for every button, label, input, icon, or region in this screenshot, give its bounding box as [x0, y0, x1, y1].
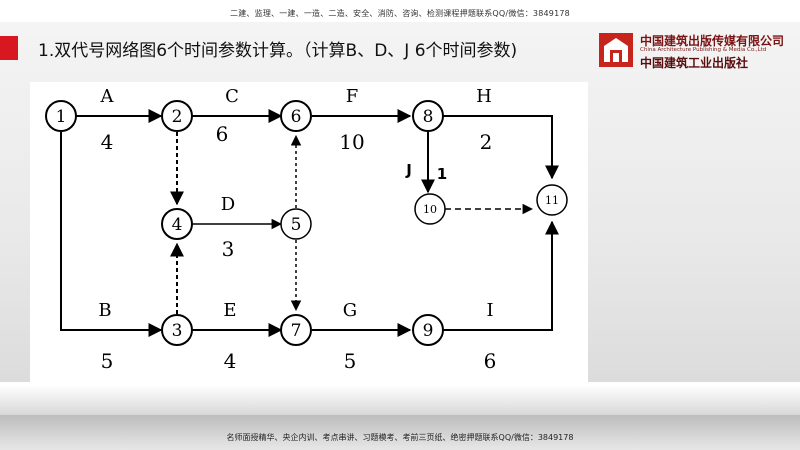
- activity-f-duration: 10: [339, 130, 364, 154]
- activity-i-duration: 6: [484, 349, 497, 373]
- node-2: 2: [161, 100, 193, 132]
- activity-e-duration: 4: [224, 349, 237, 373]
- activity-g-name: G: [343, 300, 357, 321]
- bottom-bar: [0, 415, 800, 450]
- svg-text:7: 7: [291, 321, 302, 341]
- svg-text:4: 4: [172, 215, 183, 235]
- publisher-emblem-icon: [599, 33, 633, 67]
- activity-j-duration: 1: [437, 165, 447, 183]
- publisher-name-cn: 中国建筑出版传媒有限公司: [640, 34, 785, 48]
- top-notice: 二建、监理、一建、一造、二造、安全、消防、咨询、检测课程押题联系QQ/微信：38…: [230, 9, 570, 18]
- activity-h-name: H: [476, 86, 492, 107]
- svg-text:5: 5: [291, 215, 302, 235]
- node-4: 4: [161, 208, 193, 240]
- activity-b-duration: 5: [101, 349, 114, 373]
- node-8: 8: [412, 100, 444, 132]
- node-11: 11: [536, 184, 568, 216]
- bottom-gloss: [0, 385, 800, 415]
- activity-i-name: I: [486, 300, 493, 321]
- activity-d-duration: 3: [222, 237, 235, 261]
- arrow-b: [60, 132, 163, 337]
- node-6: 6: [280, 100, 312, 132]
- svg-text:9: 9: [423, 321, 434, 341]
- svg-text:1: 1: [56, 107, 67, 127]
- activity-b-name: B: [98, 300, 111, 321]
- node-3: 3: [161, 314, 193, 346]
- activity-c-duration: 6: [216, 122, 229, 146]
- node-10: 10: [414, 193, 446, 225]
- bottom-notice: 名师面授精华、央企内训、考点串讲、习题模考、考前三页纸、绝密押题联系QQ/微信：…: [226, 433, 574, 442]
- activity-a-duration: 4: [101, 130, 114, 154]
- activity-g-duration: 5: [344, 349, 357, 373]
- node-5: 5: [280, 208, 312, 240]
- arrow-h: [442, 115, 559, 180]
- arrow-i: [442, 220, 559, 331]
- svg-text:10: 10: [423, 203, 437, 216]
- svg-text:11: 11: [545, 194, 559, 207]
- publisher-logo: 中国建筑出版传媒有限公司 China Architecture Publishi…: [598, 32, 788, 72]
- activity-e-name: E: [223, 300, 236, 321]
- node-9: 9: [412, 314, 444, 346]
- svg-text:6: 6: [291, 107, 302, 127]
- activity-j-name: J: [405, 161, 412, 179]
- node-1: 1: [45, 100, 77, 132]
- svg-text:3: 3: [172, 321, 183, 341]
- publisher-calligraphy: 中国建筑工业出版社: [640, 56, 749, 70]
- svg-text:2: 2: [172, 107, 183, 127]
- node-7: 7: [280, 314, 312, 346]
- network-diagram-panel: 1 2 3 4 5 6 7 8: [30, 82, 588, 386]
- publisher-name-en: China Architecture Publishing & Media Co…: [640, 47, 767, 53]
- activity-h-duration: 2: [480, 130, 493, 154]
- double-code-network-diagram: 1 2 3 4 5 6 7 8: [45, 86, 568, 373]
- activity-d-name: D: [221, 194, 235, 215]
- activity-f-name: F: [346, 86, 359, 107]
- activity-a-name: A: [100, 86, 115, 107]
- svg-text:8: 8: [423, 107, 434, 127]
- activity-c-name: C: [225, 86, 239, 107]
- title-accent-bar: [0, 36, 18, 60]
- slide-title: 1.双代号网络图6个时间参数计算。（计算B、D、J 6个时间参数): [38, 41, 518, 61]
